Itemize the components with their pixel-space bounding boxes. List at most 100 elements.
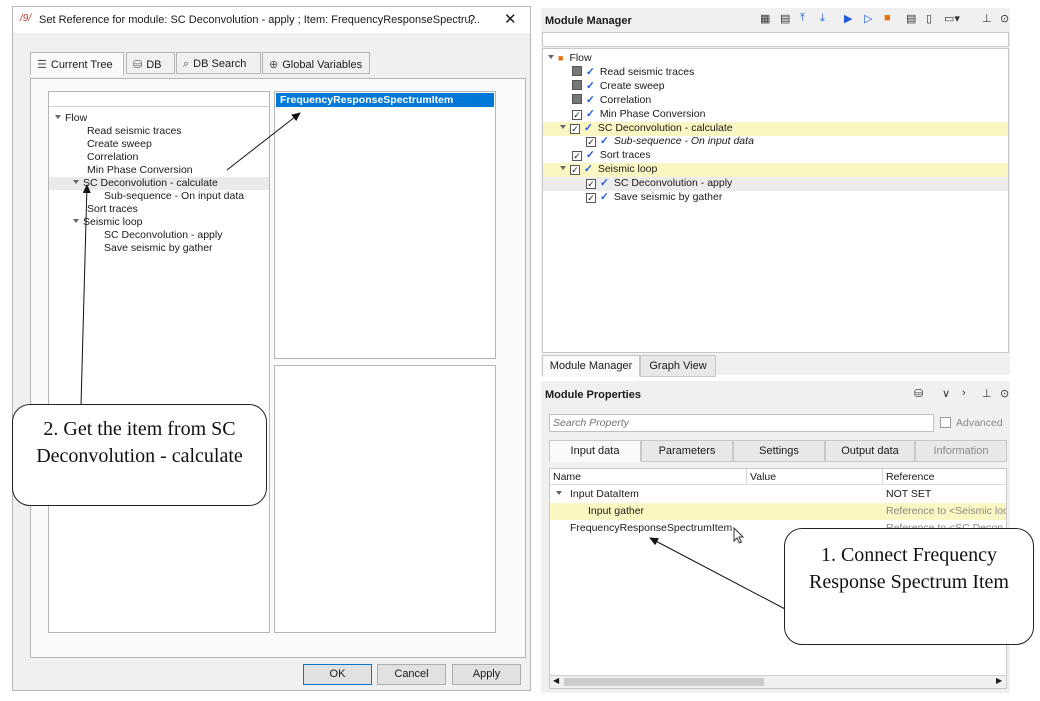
enable-checkbox[interactable]: ✓ — [570, 165, 580, 176]
tree-item[interactable]: Seismic loop — [49, 216, 269, 229]
module-row[interactable]: ✓Create sweep — [543, 79, 1008, 94]
tab-input-data[interactable]: Input data — [549, 440, 641, 462]
module-row[interactable]: ✓✓Sub-sequence - On input data — [543, 135, 1008, 149]
tree-item[interactable]: Sub-sequence - On input data — [49, 190, 269, 203]
run-step-icon[interactable]: ▷ — [864, 13, 873, 25]
tree-item[interactable]: Correlation — [49, 151, 269, 164]
status-check-icon: ✓ — [586, 65, 595, 78]
tree-item-label: Read seismic traces — [87, 125, 182, 137]
module-row[interactable]: ✓✓Save seismic by gather — [543, 191, 1008, 205]
tab-current-tree[interactable]: ☰Current Tree — [30, 52, 124, 76]
float-icon[interactable]: ⊙ — [1000, 13, 1010, 25]
module-row[interactable]: ✓✓Min Phase Conversion — [543, 108, 1008, 122]
scroll-right-icon[interactable]: ▶ — [996, 676, 1003, 685]
tree-item[interactable]: Save seismic by gather — [49, 242, 269, 255]
float-icon[interactable]: ⊙ — [1000, 388, 1010, 400]
chevron-right-icon[interactable]: › — [962, 387, 966, 399]
scroll-left-icon[interactable]: ◀ — [553, 676, 560, 685]
tab-db[interactable]: ⛁DB — [126, 52, 175, 74]
pin-icon[interactable]: ⊥ — [982, 388, 992, 400]
enable-checkbox[interactable]: ✓ — [586, 137, 596, 148]
module-tree[interactable]: ■Flow✓Read seismic traces✓Create sweep✓C… — [542, 48, 1009, 353]
tab-parameters[interactable]: Parameters — [641, 440, 733, 462]
expand-arrow-icon[interactable] — [548, 55, 554, 59]
enable-checkbox[interactable]: ✓ — [572, 109, 582, 120]
clipboard-icon[interactable]: ▯ — [926, 13, 933, 25]
column-header-reference[interactable]: Reference — [883, 469, 1006, 485]
column-header-value[interactable]: Value — [747, 469, 883, 485]
tab-module-manager[interactable]: Module Manager — [542, 355, 640, 377]
tree-item[interactable]: Flow — [49, 112, 269, 125]
enable-checkbox[interactable] — [572, 93, 582, 104]
expand-arrow-icon[interactable] — [556, 486, 566, 503]
expand-arrow-icon[interactable] — [55, 115, 61, 119]
database-lock-icon[interactable]: ⛁ — [914, 388, 924, 400]
status-check-icon: ✓ — [586, 79, 595, 92]
property-row[interactable]: Input DataItem NOT SET — [550, 486, 1006, 503]
enable-checkbox[interactable]: ✓ — [586, 193, 596, 203]
stop-icon[interactable]: ■ — [884, 12, 891, 24]
move-down-icon[interactable]: ⤓ — [820, 12, 825, 24]
module-row[interactable]: ✓Correlation — [543, 93, 1008, 108]
enable-checkbox[interactable] — [572, 65, 582, 76]
enable-checkbox[interactable]: ✓ — [586, 179, 596, 190]
tree-item[interactable]: SC Deconvolution - apply — [49, 229, 269, 242]
search-icon: ⌕ — [183, 58, 190, 70]
status-check-icon: ✓ — [586, 93, 595, 106]
apply-button[interactable]: Apply — [452, 664, 521, 685]
module-row[interactable]: ✓✓Seismic loop — [543, 163, 1008, 178]
run-icon[interactable]: ▶ — [844, 13, 853, 25]
property-row[interactable]: Input gather Reference to <Seismic loop — [550, 503, 1006, 520]
expand-arrow-icon[interactable] — [73, 219, 79, 223]
pin-icon[interactable]: ⊥ — [982, 13, 992, 25]
scrollbar-thumb[interactable] — [564, 678, 764, 686]
advanced-checkbox[interactable] — [940, 417, 951, 428]
advanced-label: Advanced — [956, 417, 1003, 429]
expand-arrow-icon[interactable] — [73, 180, 79, 184]
tree-item[interactable]: Create sweep — [49, 138, 269, 151]
cancel-button[interactable]: Cancel — [377, 664, 446, 685]
chevron-down-icon[interactable]: ∨ — [942, 388, 951, 400]
tree-item[interactable]: Sort traces — [49, 203, 269, 216]
enable-checkbox[interactable]: ✓ — [572, 151, 582, 162]
module-row[interactable]: ✓✓Sort traces — [543, 149, 1008, 163]
expand-arrow-icon[interactable] — [560, 166, 566, 171]
tree-item[interactable]: Read seismic traces — [49, 125, 269, 138]
tab-information[interactable]: Information — [915, 440, 1007, 462]
window-menu-icon[interactable]: ▭▾ — [944, 13, 960, 25]
ok-button[interactable]: OK — [303, 664, 372, 685]
tree-item[interactable]: Min Phase Conversion — [49, 164, 269, 177]
globe-icon: ⊕ — [269, 59, 279, 71]
items-list[interactable]: FrequencyResponseSpectrumItem — [274, 91, 496, 359]
module-manager-header — [542, 32, 1009, 47]
add-module-icon[interactable]: ▦ — [760, 13, 771, 25]
horizontal-scrollbar[interactable]: ◀ ▶ — [550, 675, 1006, 688]
enable-checkbox[interactable] — [572, 79, 582, 90]
module-row[interactable]: ✓Read seismic traces — [543, 65, 1008, 80]
tree-item-label: Sub-sequence - On input data — [104, 190, 245, 202]
tab-graph-view[interactable]: Graph View — [640, 355, 716, 377]
enable-checkbox[interactable]: ✓ — [570, 123, 580, 134]
log-icon[interactable]: ▤ — [906, 13, 917, 25]
module-row[interactable]: ■Flow — [543, 52, 1008, 66]
tab-global-variables[interactable]: ⊕Global Variables — [262, 52, 370, 74]
move-up-icon[interactable]: ⤒ — [800, 12, 805, 24]
search-property-input[interactable] — [549, 414, 934, 432]
property-name: FrequencyResponseSpectrumItem — [570, 522, 733, 534]
tree-item-label: Seismic loop — [83, 216, 143, 228]
module-row[interactable]: ✓✓SC Deconvolution - apply — [543, 177, 1008, 192]
set-reference-dialog: /9/ Set Reference for module: SC Deconvo… — [12, 6, 531, 691]
help-button[interactable]: ? — [468, 12, 476, 27]
tab-settings[interactable]: Settings — [733, 440, 825, 462]
remove-module-icon[interactable]: ▤ — [780, 13, 791, 25]
tree-item[interactable]: SC Deconvolution - calculate — [49, 177, 269, 190]
tab-db-search[interactable]: ⌕DB Search — [176, 52, 261, 74]
column-header-name[interactable]: Name — [550, 469, 747, 485]
expand-arrow-icon[interactable] — [560, 124, 566, 129]
module-row[interactable]: ✓✓SC Deconvolution - calculate — [543, 121, 1008, 136]
list-item-selected[interactable]: FrequencyResponseSpectrumItem — [276, 93, 494, 107]
tab-output-data[interactable]: Output data — [825, 440, 915, 462]
tree-item-label: SC Deconvolution - apply — [104, 229, 223, 241]
close-button[interactable]: ✕ — [504, 11, 517, 28]
